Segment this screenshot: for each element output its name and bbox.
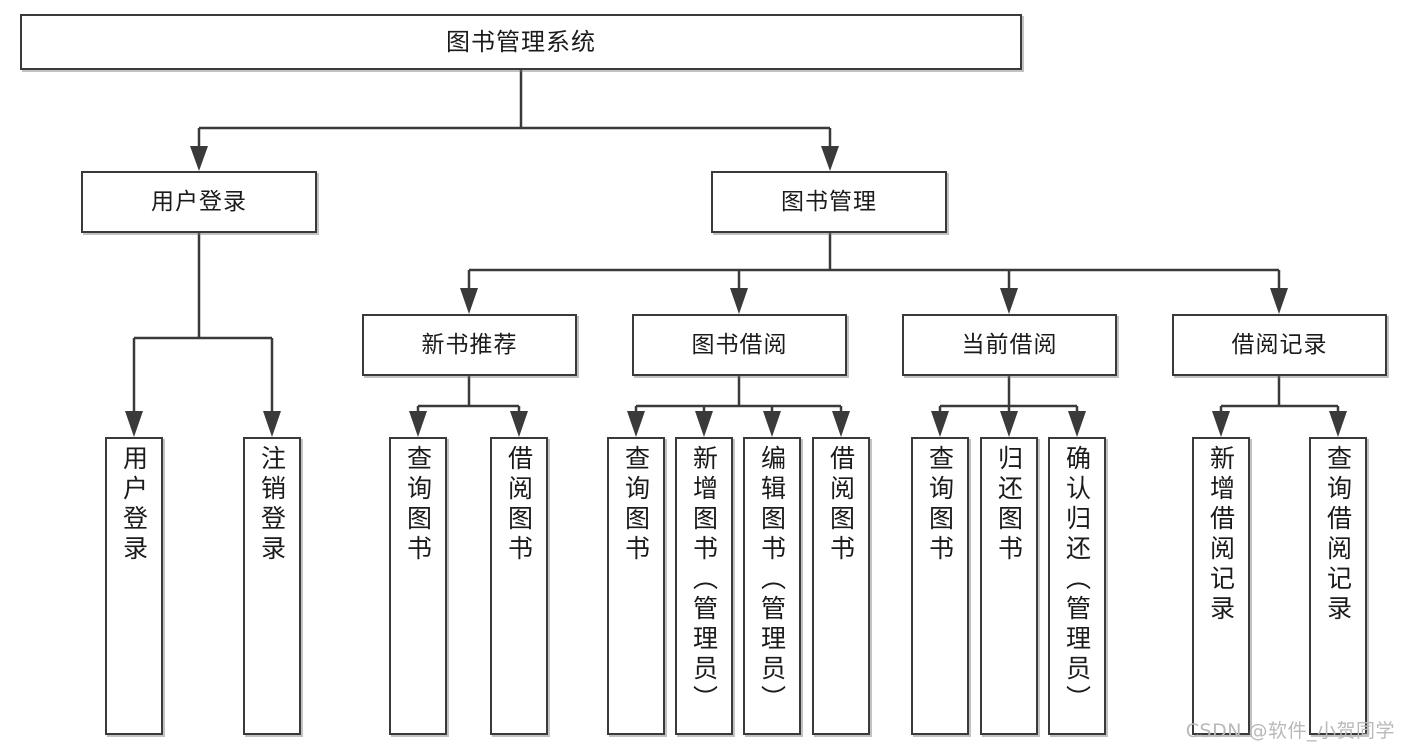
node-leaf-logout-login-label: 注销登录 bbox=[257, 445, 287, 565]
node-leaf-user-login[interactable]: 用户登录 bbox=[105, 437, 163, 735]
node-leaf-query-book-2-label: 查询图书 bbox=[621, 445, 651, 565]
node-book-borrow-label: 图书借阅 bbox=[691, 331, 788, 358]
node-leaf-borrow-book-1[interactable]: 借阅图书 bbox=[490, 437, 548, 735]
node-borrow-record[interactable]: 借阅记录 bbox=[1172, 314, 1387, 376]
node-leaf-logout-login[interactable]: 注销登录 bbox=[243, 437, 301, 735]
node-leaf-confirm-return[interactable]: 确认归还（管理员） bbox=[1048, 437, 1106, 735]
node-leaf-query-book-1-label: 查询图书 bbox=[403, 445, 433, 565]
node-leaf-query-book-1[interactable]: 查询图书 bbox=[389, 437, 447, 735]
node-leaf-borrow-book-2[interactable]: 借阅图书 bbox=[812, 437, 870, 735]
node-leaf-add-book[interactable]: 新增图书（管理员） bbox=[675, 437, 733, 735]
node-leaf-edit-book[interactable]: 编辑图书（管理员） bbox=[743, 437, 801, 735]
node-new-book-recommend[interactable]: 新书推荐 bbox=[362, 314, 577, 376]
node-leaf-add-borrow-record-label: 新增借阅记录 bbox=[1206, 445, 1236, 625]
node-leaf-add-borrow-record[interactable]: 新增借阅记录 bbox=[1192, 437, 1250, 735]
node-leaf-add-book-label: 新增图书（管理员） bbox=[689, 445, 719, 715]
node-leaf-query-borrow-record[interactable]: 查询借阅记录 bbox=[1309, 437, 1367, 735]
node-leaf-user-login-label: 用户登录 bbox=[119, 445, 149, 565]
node-leaf-edit-book-label: 编辑图书（管理员） bbox=[757, 445, 787, 715]
watermark-text: CSDN @软件_小贺同学 bbox=[1185, 720, 1395, 742]
node-leaf-query-borrow-record-label: 查询借阅记录 bbox=[1323, 445, 1353, 625]
node-book-manage-label: 图书管理 bbox=[781, 188, 877, 215]
node-root[interactable]: 图书管理系统 bbox=[20, 14, 1022, 70]
node-leaf-return-book-label: 归还图书 bbox=[994, 445, 1024, 565]
node-new-book-recommend-label: 新书推荐 bbox=[421, 331, 518, 358]
node-leaf-confirm-return-label: 确认归还（管理员） bbox=[1062, 445, 1092, 715]
node-leaf-query-book-3-label: 查询图书 bbox=[925, 445, 955, 565]
node-leaf-borrow-book-1-label: 借阅图书 bbox=[504, 445, 534, 565]
node-leaf-borrow-book-2-label: 借阅图书 bbox=[826, 445, 856, 565]
node-leaf-return-book[interactable]: 归还图书 bbox=[980, 437, 1038, 735]
node-leaf-query-book-3[interactable]: 查询图书 bbox=[911, 437, 969, 735]
node-user-login[interactable]: 用户登录 bbox=[81, 171, 317, 233]
node-current-borrow-label: 当前借阅 bbox=[961, 331, 1058, 358]
node-borrow-record-label: 借阅记录 bbox=[1231, 331, 1328, 358]
node-book-manage[interactable]: 图书管理 bbox=[711, 171, 947, 233]
node-book-borrow[interactable]: 图书借阅 bbox=[632, 314, 847, 376]
node-user-login-label: 用户登录 bbox=[151, 188, 247, 215]
node-current-borrow[interactable]: 当前借阅 bbox=[902, 314, 1117, 376]
node-root-label: 图书管理系统 bbox=[446, 28, 596, 56]
node-leaf-query-book-2[interactable]: 查询图书 bbox=[607, 437, 665, 735]
